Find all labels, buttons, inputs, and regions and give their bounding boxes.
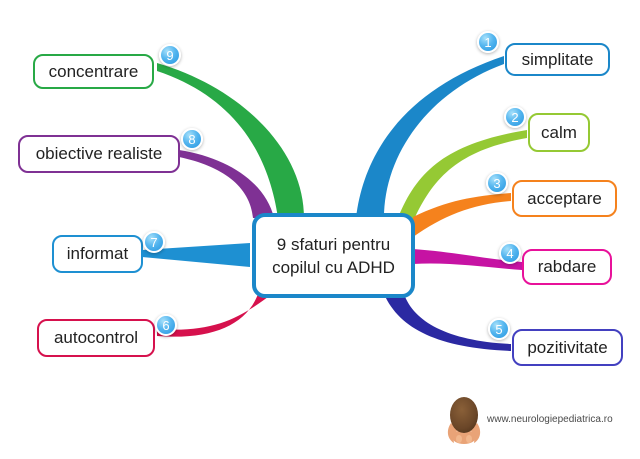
badge-number: 3 bbox=[493, 175, 501, 191]
node-label: autocontrol bbox=[53, 328, 139, 347]
badge-1: 1 bbox=[477, 31, 499, 53]
node-label: calm bbox=[541, 122, 577, 142]
center-title-line2: copilul cu ADHD bbox=[272, 257, 395, 277]
node-informat[interactable]: informat bbox=[52, 235, 143, 273]
badge-7: 7 bbox=[143, 231, 165, 253]
node-autocontrol[interactable]: autocontrol bbox=[37, 319, 155, 357]
branch-7-curve bbox=[142, 243, 250, 267]
watermark-url: www.neurologiepediatrica.ro bbox=[487, 413, 613, 425]
node-pozitivitate[interactable]: pozitivitate bbox=[512, 329, 623, 366]
watermark: www.neurologiepediatrica.ro bbox=[444, 393, 613, 445]
badge-number: 2 bbox=[511, 109, 519, 125]
badge-number: 1 bbox=[484, 34, 492, 50]
branch-5-curve bbox=[384, 294, 511, 351]
node-label: acceptare bbox=[527, 188, 602, 208]
node-label: rabdare bbox=[537, 257, 597, 276]
badge-number: 4 bbox=[506, 245, 514, 261]
branch-9-curve bbox=[157, 63, 304, 218]
node-calm[interactable]: calm bbox=[528, 113, 590, 152]
baby-head-in-hands-icon bbox=[447, 397, 481, 444]
node-label: simplitate bbox=[521, 49, 594, 69]
branch-1-curve bbox=[356, 56, 504, 218]
node-obiective-realiste[interactable]: obiective realiste bbox=[18, 135, 180, 173]
node-label: concentrare bbox=[48, 61, 139, 81]
branch-3-curve bbox=[413, 193, 511, 237]
branch-8-curve bbox=[179, 150, 274, 218]
node-label: informat bbox=[66, 244, 129, 263]
node-acceptare[interactable]: acceptare bbox=[512, 180, 617, 217]
badge-6: 6 bbox=[155, 314, 177, 336]
badge-2: 2 bbox=[504, 106, 526, 128]
node-label: obiective realiste bbox=[35, 144, 163, 163]
badge-number: 9 bbox=[166, 47, 174, 63]
node-simplitate[interactable]: simplitate bbox=[505, 43, 610, 76]
center-title-line1: 9 sfaturi pentru bbox=[276, 234, 391, 254]
badge-8: 8 bbox=[181, 128, 203, 150]
badge-number: 7 bbox=[150, 234, 158, 250]
badge-3: 3 bbox=[486, 172, 508, 194]
node-label: pozitivitate bbox=[527, 337, 608, 357]
badge-number: 5 bbox=[495, 321, 503, 337]
badge-5: 5 bbox=[488, 318, 510, 340]
badge-9: 9 bbox=[159, 44, 181, 66]
badge-number: 6 bbox=[162, 317, 170, 333]
center-node[interactable]: 9 sfaturi pentru copilul cu ADHD bbox=[252, 213, 415, 298]
branch-4-curve bbox=[413, 249, 522, 270]
badge-4: 4 bbox=[499, 242, 521, 264]
node-rabdare[interactable]: rabdare bbox=[522, 249, 612, 285]
branch-2-curve bbox=[398, 130, 527, 224]
node-concentrare[interactable]: concentrare bbox=[33, 54, 154, 89]
badge-number: 8 bbox=[188, 131, 196, 147]
